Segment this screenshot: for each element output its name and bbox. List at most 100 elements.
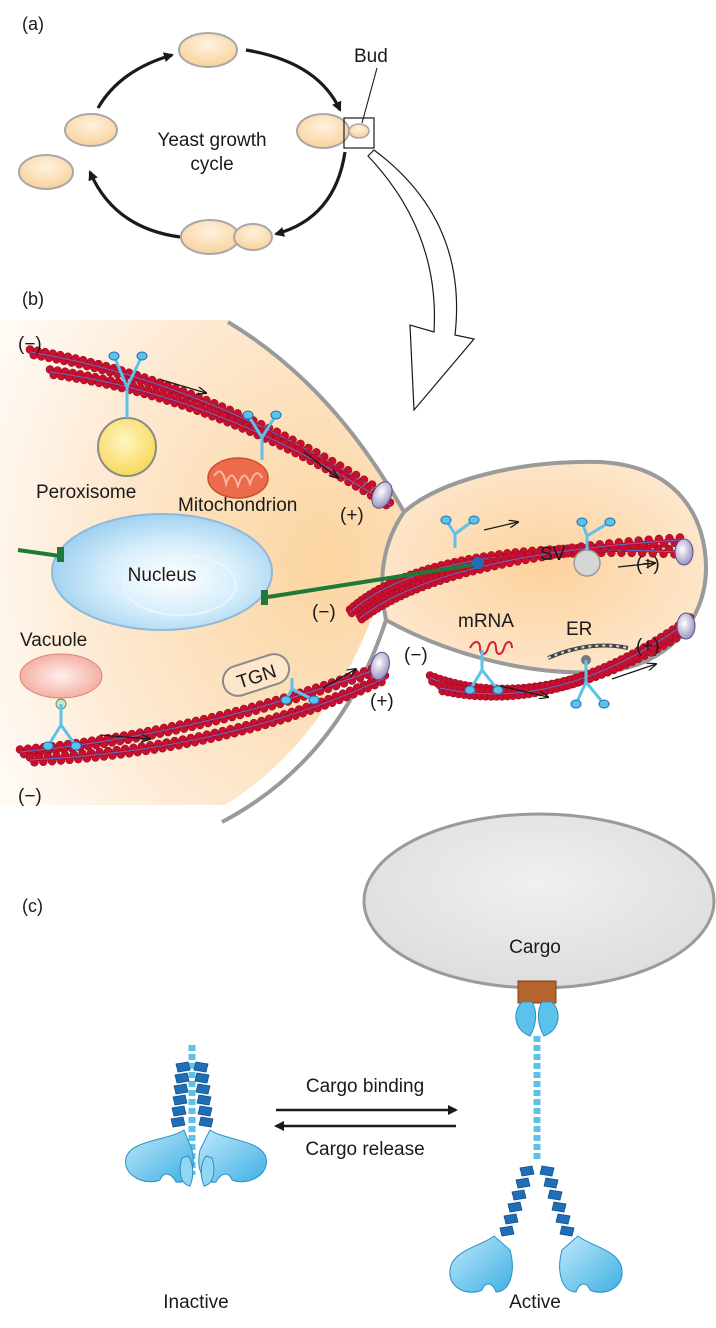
mrna-label: mRNA [458,611,514,632]
myosin-head [492,685,504,695]
panel-a-label: (a) [22,14,44,34]
direction-arrow-6 [322,669,356,689]
spindle-pole-body-left [57,547,64,562]
inactive-lever-arms [170,1061,214,1128]
light-chain [196,1094,212,1106]
plus-end-cap-bud-lower [676,612,696,640]
mitochondrion-label: Mitochondrion [178,495,297,516]
light-chain [173,1083,189,1095]
myosin-head [464,685,476,695]
cycle-arrow-top-left [96,52,174,109]
yeast-cell-left-lower [18,154,74,190]
er-label: ER [566,619,592,640]
light-chain [198,1116,214,1128]
cycle-arrow-top-right [245,48,342,112]
active-globular-tail-left [515,1001,537,1037]
myosin-head [270,410,282,420]
light-chain [555,1213,571,1225]
bud-zoom-box [343,117,375,149]
inactive-globular-tail-left [179,1155,194,1187]
direction-arrow-7 [499,685,548,697]
polarity-minus-top-left: (−) [18,334,42,355]
light-chain [551,1201,567,1213]
myosin-head [468,515,480,525]
myosin-head [42,741,54,751]
cycle-label-line1: Yeast growth [157,130,266,151]
vacuole [19,653,103,699]
bud-pointer-line [361,67,378,124]
inactive-globular-tail-right [200,1155,215,1187]
direction-arrow-3 [483,522,518,531]
direction-arrow-2 [303,451,338,478]
cargo-release-label: Cargo release [305,1139,424,1160]
active-motor-head-right [559,1235,623,1293]
light-chain [197,1105,213,1117]
light-chain [503,1213,519,1225]
light-chain [547,1189,563,1201]
sv-label: SV [540,544,566,565]
myosin-lever-left [112,355,129,388]
panel-c-label: (c) [22,896,43,916]
active-globular-tail-right [537,1001,559,1037]
active-lever-arms [499,1165,575,1237]
yeast-cell-top [178,32,238,68]
polarity-minus-bottom-left: (−) [18,786,42,807]
mitochondrion [207,457,269,499]
polarity-minus-bud-left: (−) [312,602,336,623]
nucleus [51,513,273,631]
secretory-vesicle [573,549,601,577]
myosin-head [604,517,616,527]
light-chain [507,1201,523,1213]
mother-cell-membrane [221,320,406,824]
myosin-head [570,699,582,709]
zoom-arrow [367,149,476,412]
peroxisome [97,417,157,477]
myosin-head [598,699,610,709]
light-chain [172,1094,188,1106]
light-chain [543,1177,559,1189]
inactive-label: Inactive [163,1292,228,1313]
panel-a: (a) Bud Yeast growth cycle [18,14,476,412]
polarity-plus-bud-upper: (+) [636,554,660,575]
microtubule-left [17,548,61,558]
direction-arrow-8 [611,664,656,680]
yeast-cell-bottom-bud [233,223,273,251]
plus-end-cap-upper-mother [371,481,393,509]
vacuole-label: Vacuole [20,630,87,651]
active-label: Active [509,1292,561,1313]
cycle-label-line2: cycle [190,154,233,175]
mrna-strand [469,641,513,655]
myosin-motors [42,351,616,751]
myosin-head [440,515,452,525]
light-chain [174,1072,190,1084]
myosin-head [70,741,82,751]
panel-b-label: (b) [22,289,44,309]
direction-arrow-1 [161,379,206,393]
light-chain [194,1072,210,1084]
light-chain [511,1189,527,1201]
tgn [221,653,291,697]
er-tubule-beads [547,644,629,659]
cargo-binding-label: Cargo binding [306,1076,424,1097]
actin-filament-axis [29,677,386,761]
direction-arrow-4 [617,563,655,567]
microtubule-right [267,562,479,599]
actin-filament-axis [19,667,381,753]
bud-label: Bud [354,46,388,67]
myosin-inactive [125,1045,267,1187]
plus-end-cap-bud-upper [674,538,694,566]
nucleus-inner-ring [123,554,237,616]
light-chain [195,1083,211,1095]
yeast-cell-bottom-mother [180,219,240,255]
nucleus-label: Nucleus [128,565,197,586]
yeast-cell-right [296,113,350,149]
peroxisome-label: Peroxisome [36,482,136,503]
spindle-pole-body-right [261,590,268,605]
cycle-arrow-bottom-right [274,151,347,237]
light-chain [171,1105,187,1117]
cargo [362,812,716,990]
light-chain [539,1165,555,1177]
myosin-head [242,410,254,420]
cargo-adapter [517,980,557,1004]
